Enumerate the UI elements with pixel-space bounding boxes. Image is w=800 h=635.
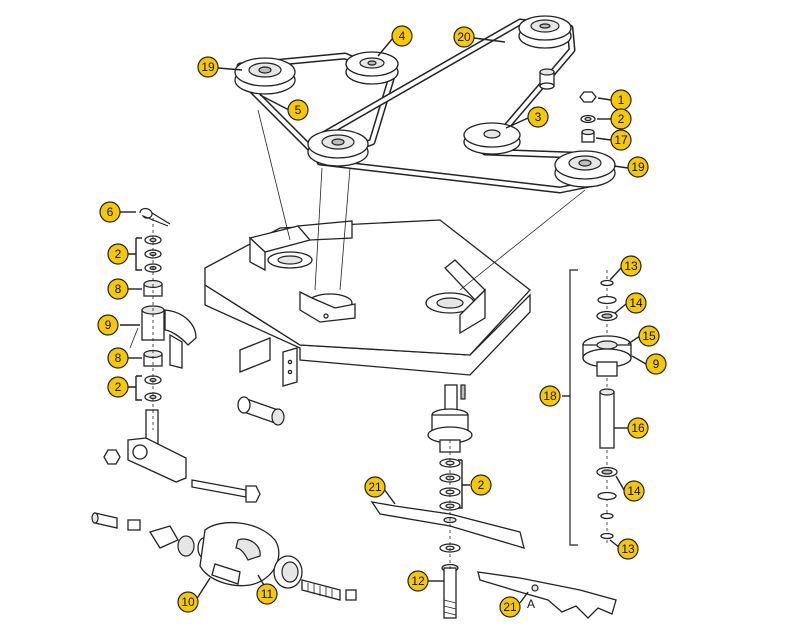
callout-4: 4 [391,25,413,47]
svg-text:8: 8 [115,351,122,365]
callout-14-bottom: 14 [623,480,645,502]
callout-11: 11 [256,583,278,605]
svg-text:8: 8 [115,282,122,296]
svg-text:21: 21 [503,600,517,614]
svg-text:12: 12 [411,574,425,588]
callout-14-top: 14 [625,292,647,314]
callout-9-right: 9 [645,353,667,375]
gauge-wheel-assembly [91,512,357,601]
svg-text:19: 19 [631,160,645,174]
callout-17: 17 [610,129,632,151]
callout-9-left: 9 [97,314,119,336]
idler-pulley-3 [463,122,521,155]
svg-text:13: 13 [621,542,635,556]
center-spindle-assembly [370,384,617,619]
svg-text:15: 15 [642,329,656,343]
svg-text:19: 19 [201,60,215,74]
callout-15: 15 [638,325,660,347]
svg-text:3: 3 [535,110,542,124]
leader-lines [120,37,647,604]
svg-text:1: 1 [618,93,625,107]
svg-text:5: 5 [295,103,302,117]
svg-text:11: 11 [261,587,274,601]
pulley-19-left [234,57,296,95]
callout-21A: 21 [499,596,521,618]
nut-washer-bushing-stack [579,91,597,143]
svg-text:17: 17 [614,133,628,147]
callout-18: 18 [539,385,561,407]
pulley-20 [518,15,572,49]
svg-text:13: 13 [624,259,638,273]
svg-text:14: 14 [629,296,643,310]
callout-2-top-right: 2 [610,108,632,130]
svg-text:6: 6 [107,205,114,219]
svg-text:2: 2 [478,478,485,492]
callout-19-left: 19 [197,56,219,78]
callout-13-top: 13 [620,255,642,277]
callout-21A-suffix: A [527,597,535,611]
svg-text:10: 10 [181,595,195,609]
svg-text:9: 9 [105,318,112,332]
svg-text:21: 21 [368,480,382,494]
svg-text:2: 2 [115,380,122,394]
callout-2-left-bottom: 2 [107,376,129,398]
callout-10: 10 [177,591,199,613]
callout-12: 12 [407,570,429,592]
svg-text:2: 2 [115,247,122,261]
svg-text:16: 16 [631,421,645,435]
spacer [539,68,555,90]
callout-5: 5 [287,99,309,121]
callout-6: 6 [99,201,121,223]
callout-21: 21 [364,476,386,498]
idler-pulley-4 [345,51,399,85]
callout-16: 16 [627,417,649,439]
spindle-assembly-18 [569,269,632,546]
callout-3: 3 [527,106,549,128]
svg-text:4: 4 [399,29,406,43]
callout-8-top: 8 [107,278,129,300]
svg-text:18: 18 [543,389,557,403]
svg-text:9: 9 [653,357,660,371]
belt-drive-assembly [234,15,616,291]
callout-19-right: 19 [627,156,649,178]
callout-2-left-top: 2 [107,243,129,265]
svg-text:14: 14 [627,484,641,498]
pulley-19-right [554,150,616,188]
svg-text:2: 2 [618,112,625,126]
callout-8-bottom: 8 [107,347,129,369]
callout-2-center: 2 [470,474,492,496]
svg-text:20: 20 [457,30,471,44]
callout-1: 1 [610,89,632,111]
mower-deck [204,219,531,387]
idler-arm-assembly [103,207,285,503]
pulley-center [307,129,369,167]
callout-13-bottom: 13 [617,538,639,560]
callout-20: 20 [453,26,475,48]
